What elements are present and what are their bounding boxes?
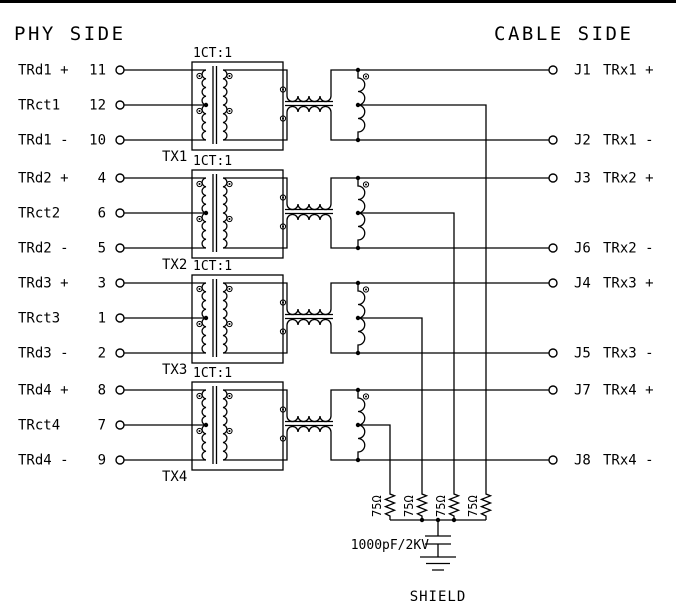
phy-pin-name: TRct4 [18, 418, 60, 434]
jack-name: TRx4 + [603, 383, 654, 399]
junction-dot [419, 517, 425, 523]
top-frame-line [0, 0, 676, 3]
phy-pin-number: 7 [98, 418, 106, 434]
channel-3-centertap-wire [358, 317, 423, 490]
phy-pin-number: 12 [89, 98, 106, 114]
transformer-name-label: TX3 [162, 362, 187, 378]
cable-side-heading: CABLE SIDE [494, 23, 633, 45]
jack-id: J4 [574, 276, 591, 292]
channel-2-graphics [115, 169, 558, 259]
phy-pin-number: 2 [98, 346, 106, 362]
resistor-3-value: 75Ω [434, 495, 448, 517]
channel-1-centertap-wire [358, 104, 487, 490]
phy-pin-name: TRd1 - [18, 133, 69, 149]
jack-name: TRx3 + [603, 276, 654, 292]
jack-name: TRx2 - [603, 241, 654, 257]
jack-id: J1 [574, 63, 591, 79]
resistor-1-value: 75Ω [370, 495, 384, 517]
transformer-name-label: TX1 [162, 149, 187, 165]
turns-ratio-label: 1CT:1 [193, 259, 232, 274]
capacitor-value-label: 1000pF/2KV [351, 538, 429, 553]
jack-name: TRx1 + [603, 63, 654, 79]
phy-pin-number: 5 [98, 241, 106, 257]
phy-pin-number: 1 [98, 311, 106, 327]
channel-3: 1CT:1 TX3 TRd3 + 3 TRct3 1 TRd3 - 2 J4 T… [18, 259, 654, 490]
phy-pin-name: TRct3 [18, 311, 60, 327]
channel-4-graphics [115, 381, 558, 471]
phy-pin-number: 6 [98, 206, 106, 222]
termination-network: 75Ω 75Ω 75Ω 75Ω 1000pF/2KV SHIELD [351, 489, 492, 605]
junction-dot [451, 517, 457, 523]
resistor-2-value: 75Ω [402, 495, 416, 517]
phy-pin-name: TRd4 + [18, 383, 69, 399]
earth-ground-icon [420, 556, 456, 571]
resistor-4 [480, 489, 492, 521]
channel-2-centertap-wire [358, 212, 455, 490]
channel-3-graphics [115, 274, 558, 364]
phy-pin-number: 10 [89, 133, 106, 149]
jack-name: TRx1 - [603, 133, 654, 149]
phy-side-heading: PHY SIDE [14, 23, 126, 45]
turns-ratio-label: 1CT:1 [193, 366, 232, 381]
phy-pin-name: TRd3 - [18, 346, 69, 362]
phy-pin-number: 11 [89, 63, 106, 79]
channel-1: 1CT:1 TX1 TRd1 + 11 TRct1 12 TRd1 - 10 J… [18, 46, 654, 490]
resistor-4-value: 75Ω [466, 495, 480, 517]
transformer-name-label: TX4 [162, 469, 187, 485]
transformer-name-label: TX2 [162, 257, 187, 273]
phy-pin-number: 8 [98, 383, 106, 399]
channel-4: 1CT:1 TX4 TRd4 + 8 TRct4 7 TRd4 - 9 J7 T… [18, 366, 654, 490]
jack-name: TRx3 - [603, 346, 654, 362]
resistor-1 [384, 489, 396, 521]
turns-ratio-label: 1CT:1 [193, 154, 232, 169]
phy-pin-name: TRct2 [18, 206, 60, 222]
phy-pin-name: TRct1 [18, 98, 60, 114]
jack-id: J6 [574, 241, 591, 257]
channel-1-graphics [115, 61, 558, 151]
phy-pin-name: TRd2 - [18, 241, 69, 257]
phy-pin-name: TRd2 + [18, 171, 69, 187]
shield-label: SHIELD [410, 589, 467, 605]
jack-id: J7 [574, 383, 591, 399]
phy-pin-number: 9 [98, 453, 106, 469]
channel-2: 1CT:1 TX2 TRd2 + 4 TRct2 6 TRd2 - 5 J3 T… [18, 154, 654, 490]
phy-pin-name: TRd1 + [18, 63, 69, 79]
channel-4-centertap-wire [358, 424, 391, 490]
jack-id: J3 [574, 171, 591, 187]
phy-pin-name: TRd4 - [18, 453, 69, 469]
phy-pin-name: TRd3 + [18, 276, 69, 292]
turns-ratio-label: 1CT:1 [193, 46, 232, 61]
resistor-3 [448, 489, 460, 521]
jack-id: J8 [574, 453, 591, 469]
jack-name: TRx4 - [603, 453, 654, 469]
resistor-2 [416, 489, 428, 521]
phy-pin-number: 4 [98, 171, 106, 187]
phy-pin-number: 3 [98, 276, 106, 292]
jack-id: J2 [574, 133, 591, 149]
jack-name: TRx2 + [603, 171, 654, 187]
capacitor-plates [425, 535, 451, 545]
jack-id: J5 [574, 346, 591, 362]
